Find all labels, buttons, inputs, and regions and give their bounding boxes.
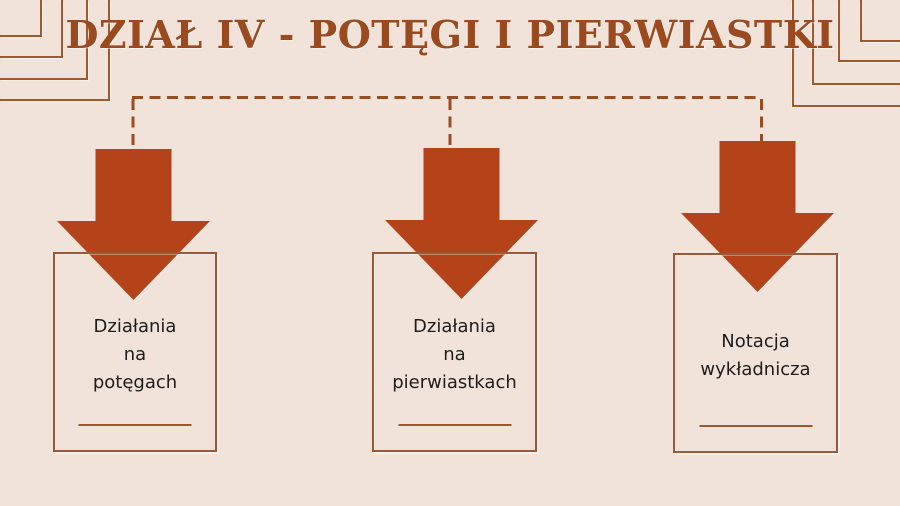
card-underline bbox=[78, 424, 192, 426]
card-label-line: na bbox=[123, 344, 147, 365]
card-label-line: na bbox=[443, 344, 466, 365]
down-arrow-icon bbox=[385, 148, 538, 299]
down-arrow-icon bbox=[681, 141, 834, 292]
card-label-line: Notacja bbox=[721, 331, 790, 352]
card-underline bbox=[699, 425, 812, 427]
corner-line bbox=[0, 0, 110, 101]
card-label-line: Działania bbox=[93, 316, 177, 337]
topic-card-scientific-notation: Notacja wykładnicza bbox=[673, 253, 838, 453]
corner-line bbox=[792, 0, 900, 107]
corner-line bbox=[812, 0, 900, 85]
corner-line bbox=[838, 0, 900, 62]
down-arrow-icon bbox=[57, 149, 210, 300]
card-label-line: Działania bbox=[413, 316, 496, 337]
corner-line bbox=[0, 0, 42, 37]
topic-card-roots: Działania na pierwiastkach bbox=[372, 252, 537, 452]
card-label-line: potęgach bbox=[92, 372, 178, 393]
corner-line bbox=[0, 0, 88, 80]
corner-line bbox=[0, 0, 63, 58]
card-underline bbox=[398, 424, 511, 426]
connector-dashed-lines bbox=[131, 96, 763, 148]
page-title: DZIAŁ IV - POTĘGI I PIERWIASTKI bbox=[65, 12, 835, 57]
topic-card-powers: Działania na potęgach bbox=[53, 252, 217, 452]
card-label-line: pierwiastkach bbox=[392, 372, 517, 393]
corner-line bbox=[860, 0, 900, 42]
card-label-line: wykładnicza bbox=[700, 359, 811, 380]
